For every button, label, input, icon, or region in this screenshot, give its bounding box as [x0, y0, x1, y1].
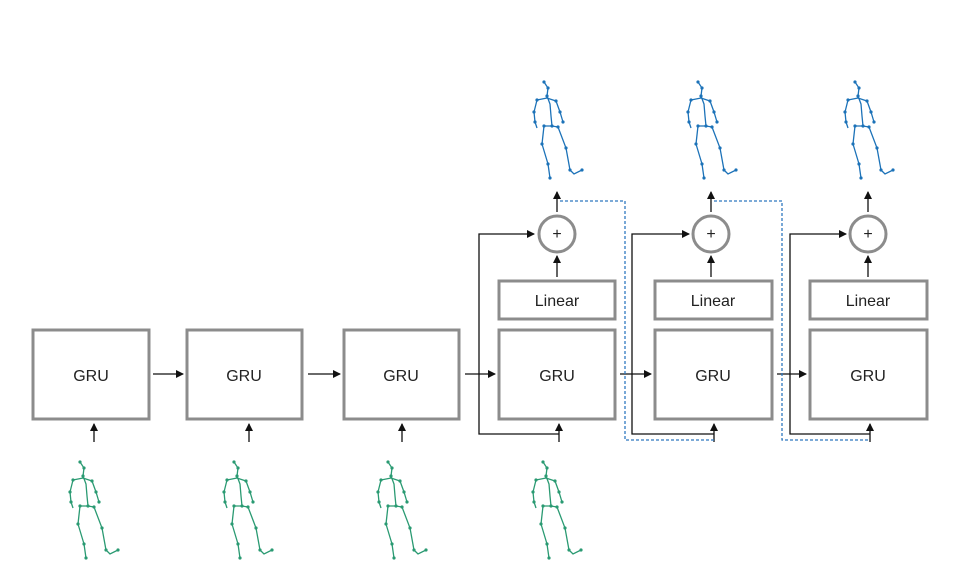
skip-connection-2: [631, 230, 714, 435]
decoder-gru-3: GRU: [808, 328, 929, 421]
encoder-gru-3-box: [342, 328, 461, 421]
plus-circle-3: [848, 214, 888, 254]
plus-label-1: +: [552, 226, 561, 243]
decoder-up-arrows: [553, 191, 872, 277]
linear-2: Linear: [653, 279, 774, 321]
linear-2-label: Linear: [691, 293, 736, 310]
encoder-gru-1: GRU: [31, 328, 151, 421]
decoder-gru-1: GRU: [497, 328, 617, 421]
residual-add-3: +: [848, 214, 888, 254]
encoder-gru-3-label: GRU: [383, 368, 419, 385]
green-skeleton-icon: [221, 459, 275, 561]
skip-connection-1: [478, 230, 559, 435]
blue-skeleton-icon: [531, 79, 585, 181]
feedback-connection-1: [560, 200, 714, 441]
linear-3-label: Linear: [846, 293, 891, 310]
plus-circle-2: [691, 214, 731, 254]
residual-skip-connections: [478, 230, 870, 435]
linear-3-box: [808, 279, 929, 321]
residual-add-2: +: [691, 214, 731, 254]
blue-skeleton-icon: [842, 79, 896, 181]
decoder-gru-3-label: GRU: [850, 368, 886, 385]
linear-1: Linear: [497, 279, 617, 321]
output-poses: [531, 79, 896, 181]
decoder-gru-2-label: GRU: [695, 368, 731, 385]
input-arrows: [90, 423, 874, 442]
encoder-gru-1-box: [31, 328, 151, 421]
plus-label-2: +: [706, 226, 715, 243]
encoder-gru-2: GRU: [185, 328, 304, 421]
plus-circle-1: [537, 214, 577, 254]
green-skeleton-icon: [375, 459, 429, 561]
linear-2-box: [653, 279, 774, 321]
input-poses: [67, 459, 584, 561]
decoder-gru-1-box: [497, 328, 617, 421]
decoder-gru-2: GRU: [653, 328, 774, 421]
encoder-gru-3: GRU: [342, 328, 461, 421]
encoder-gru-1-label: GRU: [73, 368, 109, 385]
linear-1-box: [497, 279, 617, 321]
plus-label-3: +: [863, 226, 872, 243]
linear-1-label: Linear: [535, 293, 580, 310]
green-skeleton-icon: [67, 459, 121, 561]
feedback-connection-2: [714, 200, 870, 441]
blue-skeleton-icon: [685, 79, 739, 181]
residual-add-1: +: [537, 214, 577, 254]
decoder-gru-2-box: [653, 328, 774, 421]
decoder-gru-1-label: GRU: [539, 368, 575, 385]
encoder-gru-2-label: GRU: [226, 368, 262, 385]
skip-connection-3: [789, 230, 870, 435]
linear-3: Linear: [808, 279, 929, 321]
green-skeleton-icon: [530, 459, 584, 561]
encoder-gru-2-box: [185, 328, 304, 421]
decoder-gru-3-box: [808, 328, 929, 421]
feedback-connections: [560, 200, 870, 441]
